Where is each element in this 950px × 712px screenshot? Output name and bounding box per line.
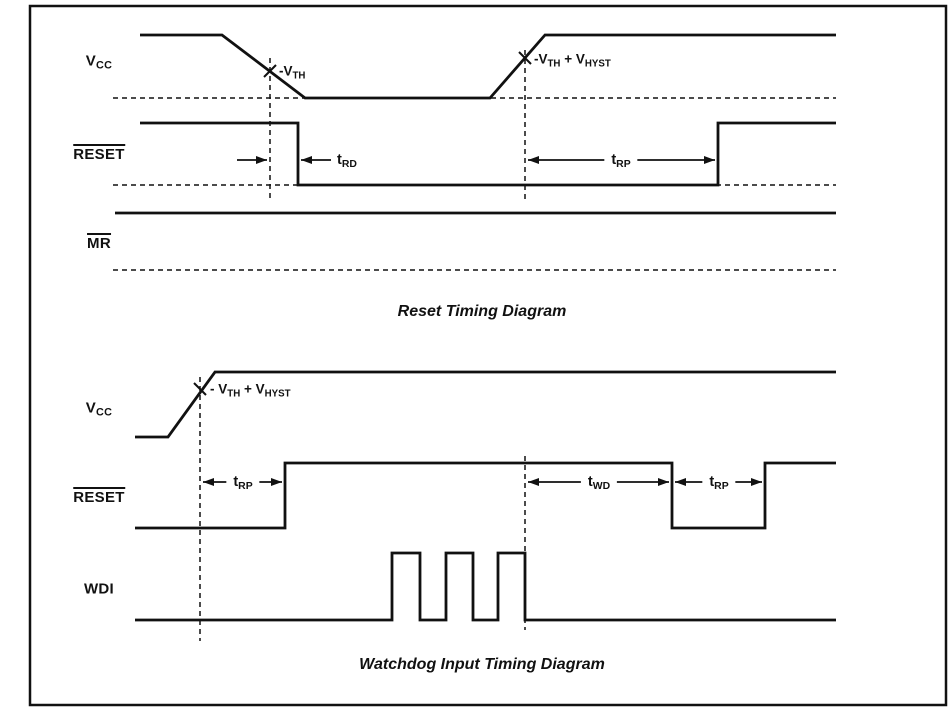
reset-diagram-title: Reset Timing Diagram <box>397 303 567 320</box>
reset-bottom-wave <box>135 461 836 530</box>
t-rp-bottom-1-arrow-head <box>271 478 282 486</box>
t-rp-top-arrow-head <box>704 156 715 164</box>
t-wd-arrow-head <box>658 478 669 486</box>
figure-frame <box>28 4 948 707</box>
wdi-wave <box>135 551 836 622</box>
reset-top-wave <box>140 121 836 187</box>
watchdog-diagram-title: Watchdog Input Timing Diagram <box>359 656 605 673</box>
vcc-top-wave <box>140 33 836 100</box>
t-rp-bottom-2-arrow-head <box>675 478 686 486</box>
tick-vth-hyst-bottom <box>193 382 207 396</box>
t-rd-arrow-right-head <box>301 156 312 164</box>
t-rp-bottom-2-arrow-head <box>751 478 762 486</box>
tick-vth-hyst-top <box>518 51 532 65</box>
t-rd-arrow-left-head <box>256 156 267 164</box>
vcc-bottom-wave <box>135 370 836 439</box>
t-rp-top-arrow-head <box>528 156 539 164</box>
tick-vth-top <box>263 64 277 78</box>
t-rp-bottom-1-arrow-head <box>203 478 214 486</box>
t-wd-arrow-head <box>528 478 539 486</box>
